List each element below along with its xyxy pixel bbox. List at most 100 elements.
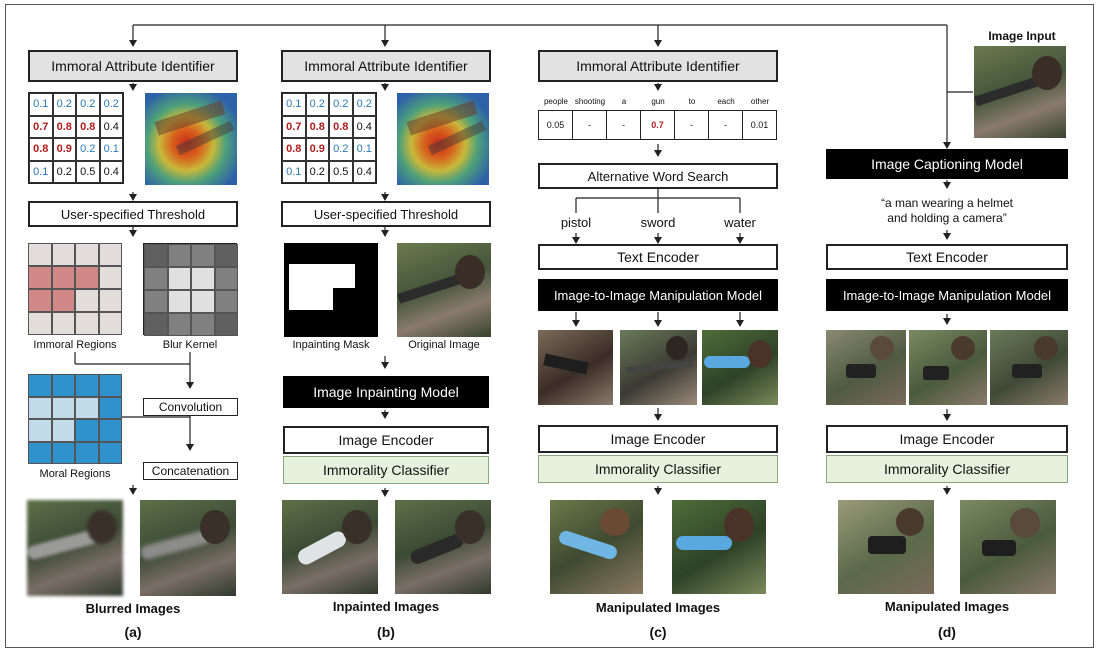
- region-tile: [98, 289, 122, 312]
- grid-cell: 0.2: [52, 93, 76, 116]
- grid-cell: 0.8: [52, 115, 76, 138]
- region-tile: [144, 313, 168, 336]
- region-tile: [144, 290, 168, 313]
- word-score: -: [572, 110, 607, 140]
- image-to-image-manipulation-model-c: Image-to-Image Manipulation Model: [538, 279, 778, 311]
- grid-cell: 0.2: [76, 138, 100, 161]
- region-tile: [75, 266, 99, 289]
- region-tile: [167, 313, 191, 336]
- region-tile: [51, 374, 75, 397]
- region-tile: [51, 266, 75, 289]
- grid-cell: 0.2: [76, 93, 100, 116]
- immoral-attribute-identifier-b: Immoral Attribute Identifier: [281, 50, 491, 82]
- manipulated-camera-image-2: [909, 330, 987, 405]
- grid-cell: 0.4: [99, 115, 123, 138]
- region-tile: [51, 419, 75, 442]
- region-tile: [75, 419, 99, 442]
- convolution-box: Convolution: [143, 398, 238, 416]
- grid-cell: 0.1: [282, 160, 306, 183]
- region-tile: [191, 313, 215, 336]
- word-header: to: [688, 97, 696, 106]
- grid-cell: 0.1: [99, 138, 123, 161]
- manipulated-water-image: [702, 330, 778, 405]
- image-inpainting-model: Image Inpainting Model: [283, 376, 489, 408]
- grid-cell: 0.7: [282, 115, 306, 138]
- word-score: -: [674, 110, 709, 140]
- grid-cell: 0.2: [305, 160, 329, 183]
- grid-cell: 0.5: [329, 160, 353, 183]
- region-tile: [28, 312, 52, 335]
- grid-cell: 0.1: [29, 93, 53, 116]
- inpainting-mask-image: [284, 243, 378, 337]
- region-tile: [98, 419, 122, 442]
- immoral-attribute-identifier-c: Immoral Attribute Identifier: [538, 50, 778, 82]
- region-tile: [98, 396, 122, 419]
- word-score: 0.7: [640, 110, 675, 140]
- generated-caption-line-2: and holding a camera”: [887, 211, 1007, 225]
- region-tile: [214, 290, 238, 313]
- region-tile: [75, 289, 99, 312]
- grid-cell: 0.7: [29, 115, 53, 138]
- region-tile: [214, 244, 238, 267]
- region-tile: [167, 244, 191, 267]
- grid-cell: 0.9: [52, 138, 76, 161]
- manipulated-output-image-3: [838, 500, 934, 594]
- region-tile: [214, 267, 238, 290]
- grid-cell: 0.4: [352, 115, 376, 138]
- word-score: 0.05: [538, 110, 573, 140]
- inpainting-mask-label: Inpainting Mask: [292, 339, 370, 351]
- manipulated-images-caption-d: Manipulated Images: [884, 599, 1010, 614]
- word-header: a: [621, 97, 627, 106]
- immorality-classifier-c: Immorality Classifier: [538, 455, 778, 483]
- manipulated-output-image-4: [960, 500, 1056, 594]
- original-image-label: Original Image: [408, 339, 480, 351]
- immoral-regions-label: Immoral Regions: [33, 339, 117, 351]
- region-tile: [28, 441, 52, 464]
- caption-word-scores: 0.05--0.7--0.01: [538, 110, 777, 140]
- grid-cell: 0.8: [76, 115, 100, 138]
- immoral-attribute-identifier-a: Immoral Attribute Identifier: [28, 50, 238, 82]
- image-input-label: Image Input: [988, 29, 1056, 43]
- inpainted-image-2: [395, 500, 491, 594]
- grid-cell: 0.8: [305, 115, 329, 138]
- region-tile: [144, 244, 168, 267]
- region-tile: [98, 312, 122, 335]
- region-tile: [51, 441, 75, 464]
- blurred-image-2: [140, 500, 236, 596]
- original-image: [397, 243, 491, 337]
- moral-regions-label: Moral Regions: [39, 468, 111, 480]
- panel-label-a: (a): [124, 624, 142, 640]
- alternative-word-pistol: pistol: [560, 215, 592, 230]
- blurred-images-caption: Blurred Images: [85, 601, 181, 616]
- region-tile: [98, 441, 122, 464]
- word-score: -: [708, 110, 743, 140]
- immoral-regions-overlay: [28, 243, 122, 335]
- generated-caption-line-1: “a man wearing a helmet: [880, 196, 1014, 210]
- grid-cell: 0.8: [329, 115, 353, 138]
- region-tile: [51, 243, 75, 266]
- word-score: -: [606, 110, 641, 140]
- grid-cell: 0.1: [282, 93, 306, 116]
- region-tile: [28, 243, 52, 266]
- region-tile: [191, 244, 215, 267]
- manipulated-camera-image-1: [826, 330, 906, 405]
- word-header: each: [717, 97, 735, 106]
- grid-cell: 0.8: [29, 138, 53, 161]
- word-score: 0.01: [742, 110, 777, 140]
- region-tile: [75, 312, 99, 335]
- immorality-classifier-b: Immorality Classifier: [283, 456, 489, 484]
- region-tile: [75, 374, 99, 397]
- panel-label-d: (d): [938, 624, 956, 640]
- region-tile: [167, 290, 191, 313]
- region-tile: [28, 419, 52, 442]
- word-header: other: [750, 97, 770, 106]
- blurred-image-1: [27, 500, 123, 596]
- concatenation-box: Concatenation: [143, 462, 238, 480]
- grid-cell: 0.2: [329, 93, 353, 116]
- input-image: [974, 46, 1066, 138]
- panel-label-c: (c): [649, 624, 667, 640]
- immorality-classifier-d: Immorality Classifier: [826, 455, 1068, 483]
